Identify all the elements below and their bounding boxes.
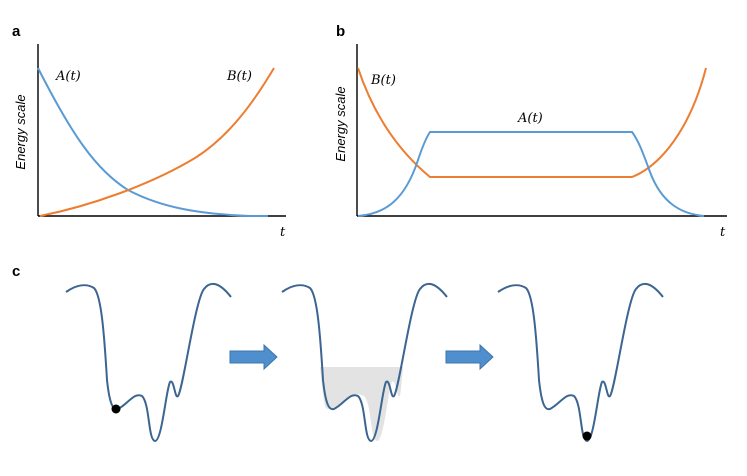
panel-c-letter: c (12, 263, 20, 280)
arrow-right-1 (229, 343, 278, 371)
panel-b-ylabel: Energy scale (333, 86, 348, 161)
panel-a-label-b: B(t) (226, 69, 252, 84)
ball-1 (111, 404, 121, 414)
panel-b: b Energy scale t B(t) A(t) (333, 23, 727, 240)
panel-c: c (12, 263, 664, 443)
panel-a: a Energy scale t A(t) B(t) (12, 23, 286, 240)
panel-b-curve-a (357, 131, 705, 217)
filled-basin (320, 367, 403, 441)
panel-b-curve-b (357, 67, 707, 178)
panel-b-label-a: A(t) (517, 111, 543, 126)
energy-landscape-1 (65, 282, 232, 443)
panel-a-xlabel: t (280, 225, 286, 240)
panel-b-xlabel: t (720, 225, 726, 240)
panel-b-letter: b (336, 23, 345, 40)
landscape-curve-2 (281, 282, 448, 443)
energy-landscape-2 (281, 282, 448, 443)
panel-a-ylabel: Energy scale (13, 94, 28, 169)
panel-a-letter: a (12, 23, 21, 40)
ball-3 (582, 431, 592, 441)
landscape-curve-1 (65, 282, 232, 443)
energy-landscape-3 (497, 282, 664, 443)
panel-b-label-b: B(t) (370, 73, 396, 88)
panel-a-curve-b (39, 67, 275, 217)
arrow-right-2 (445, 343, 494, 371)
panel-a-curve-a (37, 67, 268, 217)
panel-a-label-a: A(t) (55, 69, 81, 84)
landscape-curve-3 (497, 282, 664, 443)
